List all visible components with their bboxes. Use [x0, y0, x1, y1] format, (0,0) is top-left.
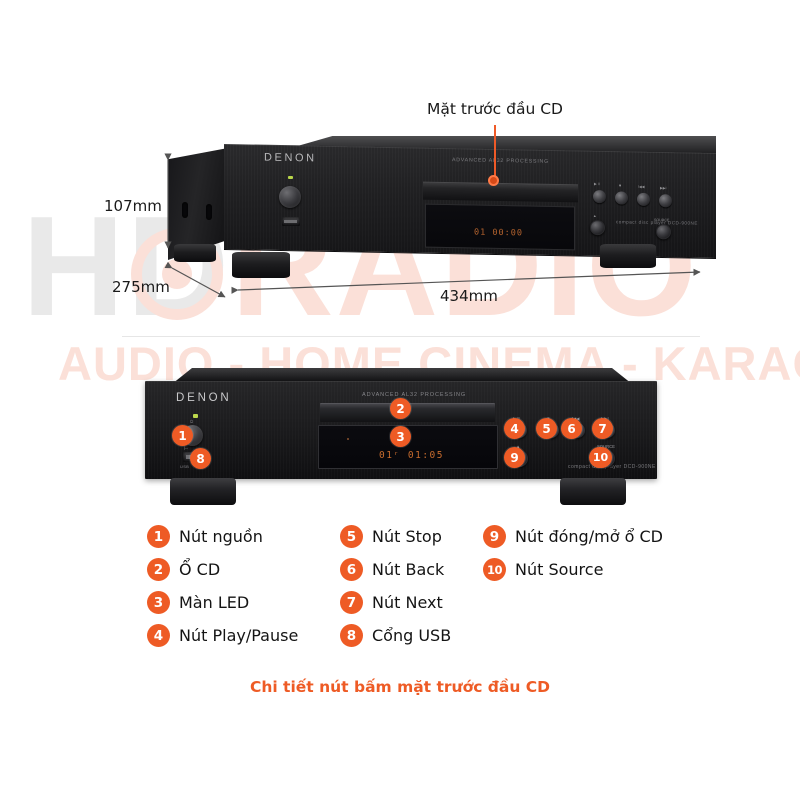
eject-label-front: ▲	[516, 444, 521, 449]
legend-item: 4 Nút Play/Pause	[147, 619, 298, 652]
callout-leader-line	[494, 125, 496, 179]
callout-badge-4: 4	[504, 418, 525, 439]
callout-badge-3: 3	[390, 426, 411, 447]
legend-label-2: Ổ CD	[179, 560, 221, 579]
callout-dot-icon	[488, 175, 499, 186]
legend-badge-9: 9	[483, 525, 506, 548]
power-led-indicator	[288, 176, 293, 179]
page-caption: Chi tiết nút bấm mặt trước đầu CD	[249, 678, 551, 696]
legend-label-7: Nút Next	[372, 593, 443, 612]
usb-port-perspective[interactable]	[282, 217, 300, 226]
callout-badge-8: 8	[190, 448, 211, 469]
legend-badge-4: 4	[147, 624, 170, 647]
usb-port-label: USB	[180, 464, 190, 469]
legend-column-3: 9 Nút đóng/mở ổ CD 10 Nút Source	[483, 520, 663, 586]
chassis-foot	[174, 244, 216, 262]
advanced-processing-text-front: ADVANCED AL32 PROCESSING	[362, 392, 467, 398]
legend-label-9: Nút đóng/mở ổ CD	[515, 527, 663, 546]
legend-item: 8 Cổng USB	[340, 619, 451, 652]
legend-column-1: 1 Nút nguồn 2 Ổ CD 3 Màn LED 4 Nút Play/Pause	[147, 520, 298, 652]
legend-label-4: Nút Play/Pause	[179, 626, 299, 645]
legend-item: 10 Nút Source	[483, 553, 663, 586]
legend-item: 2 Ổ CD	[147, 553, 298, 586]
chassis-foot	[560, 478, 626, 505]
power-led-indicator-front	[193, 414, 198, 418]
dimension-height-label: 107mm	[104, 197, 162, 215]
callout-badge-7: 7	[592, 418, 613, 439]
legend-badge-2: 2	[147, 558, 170, 581]
legend-column-2: 5 Nút Stop 6 Nút Back 7 Nút Next 8 Cổng USB	[340, 520, 451, 652]
legend-item: 9 Nút đóng/mở ổ CD	[483, 520, 663, 553]
legend-badge-7: 7	[340, 591, 363, 614]
chassis-foot	[170, 478, 236, 505]
legend-label-1: Nút nguồn	[179, 527, 263, 546]
brand-logo-front: DENON	[176, 392, 232, 404]
model-text-front: compact disc player DCD-900NE	[568, 464, 656, 470]
callout-badge-2: 2	[390, 398, 411, 419]
callout-badge-9: 9	[504, 447, 525, 468]
chassis-top-front	[172, 368, 632, 384]
legend-label-5: Nút Stop	[372, 527, 442, 546]
legend-item: 6 Nút Back	[340, 553, 451, 586]
section-divider	[122, 336, 700, 337]
chassis-foot	[600, 244, 656, 268]
legend-badge-3: 3	[147, 591, 170, 614]
legend-item: 7 Nút Next	[340, 586, 451, 619]
dimension-width-label: 434mm	[440, 287, 498, 305]
power-button-perspective[interactable]	[279, 186, 301, 208]
power-symbol-icon: ⏻	[190, 419, 194, 424]
display-value-front: 01ʳ 01:05	[379, 450, 444, 461]
legend-label-10: Nút Source	[515, 560, 604, 579]
legend-label-6: Nút Back	[372, 560, 445, 579]
legend-badge-10: 10	[483, 558, 506, 581]
legend-item: 3 Màn LED	[147, 586, 298, 619]
legend-badge-1: 1	[147, 525, 170, 548]
callout-badge-6: 6	[561, 418, 582, 439]
display-indicator-dot	[347, 438, 349, 440]
vent-slot-icon	[206, 204, 212, 220]
legend-badge-8: 8	[340, 624, 363, 647]
dimension-depth-label: 275mm	[112, 278, 170, 296]
legend-label-3: Màn LED	[179, 593, 250, 612]
legend-badge-6: 6	[340, 558, 363, 581]
vent-slot-icon	[182, 202, 188, 218]
front-panel-callout-label: Mặt trước đầu CD	[427, 100, 563, 118]
usb-icon: ⊢	[184, 446, 189, 452]
legend-label-8: Cổng USB	[372, 626, 452, 645]
callout-badge-1: 1	[172, 425, 193, 446]
callout-badge-10: 10	[589, 447, 612, 468]
callout-badge-5: 5	[536, 418, 557, 439]
legend-badge-5: 5	[340, 525, 363, 548]
source-label-front: SOURCE	[597, 444, 615, 449]
legend-item: 1 Nút nguồn	[147, 520, 298, 553]
legend-item: 5 Nút Stop	[340, 520, 451, 553]
